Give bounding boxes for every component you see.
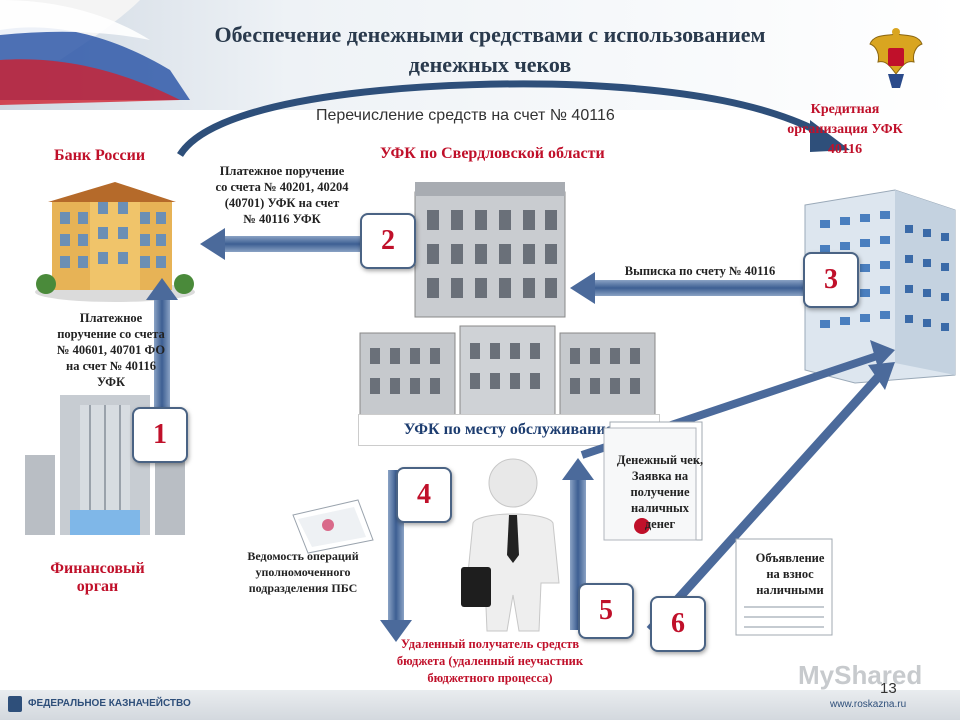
ufk-local-buildings-image	[359, 325, 656, 418]
payment-order-top-label: Платежное поручение со счета № 40201, 40…	[215, 164, 349, 226]
eagle-emblem-icon	[869, 28, 923, 88]
footer-url[interactable]: www.roskazna.ru	[830, 699, 907, 710]
bank-russia-label: Банк России	[54, 147, 146, 164]
person-with-briefcase-image	[461, 458, 560, 632]
step-5-badge: 5	[578, 583, 634, 639]
arrow-step-3	[570, 272, 805, 304]
step-3-badge: 3	[803, 252, 859, 308]
statement-label: Выписка по счету № 40116	[624, 264, 776, 278]
footer-left-text: ФЕДЕРАЛЬНОЕ КАЗНАЧЕЙСТВО	[28, 698, 191, 709]
transfer-label: Перечисление средств на счет № 40116	[316, 107, 615, 124]
credit-org-label: Кредитная организация УФК 40116	[787, 102, 903, 157]
statement-ops-label: Ведомость операций уполномоченного подра…	[247, 549, 359, 595]
title-line-2: денежных чеков	[408, 52, 572, 77]
ufk-sverdlovsk-label: УФК по Свердловской области	[380, 145, 605, 162]
footer-bar: ФЕДЕРАЛЬНОЕ КАЗНАЧЕЙСТВО www.roskazna.ru	[0, 690, 960, 720]
title-line-1: Обеспечение денежными средствами с испол…	[214, 22, 766, 47]
step-1-badge: 1	[132, 407, 188, 463]
payment-order-left-label: Платежное поручение со счета № 40601, 40…	[56, 311, 166, 389]
transfer-arc-arrow	[177, 80, 850, 157]
header-flag-graphic	[0, 0, 960, 110]
statement-document-icon	[292, 499, 374, 554]
footer-logo-icon	[8, 696, 22, 712]
remote-recipient-label: Удаленный получатель средств бюджета (уд…	[396, 637, 584, 685]
bank-building-image	[35, 182, 195, 302]
announcement-label: Объявление на взнос наличными	[755, 551, 825, 597]
cheque-label: Денежный чек, Заявка на получение наличн…	[616, 453, 704, 531]
step-2-badge: 2	[360, 213, 416, 269]
arrow-step-1	[146, 278, 178, 410]
watermark-text: MyShared	[798, 660, 923, 690]
finance-org-label: Финансовый орган	[50, 560, 145, 595]
page-number: 13	[880, 680, 897, 697]
step-6-badge: 6	[650, 596, 706, 652]
credit-org-building-image	[804, 189, 956, 384]
ufk-sverdlovsk-building-image	[414, 182, 566, 318]
cheque-document-icon	[603, 421, 703, 541]
finance-org-building-image	[25, 395, 185, 535]
arrow-step-2	[200, 228, 365, 260]
step-4-badge: 4	[396, 467, 452, 523]
announcement-document-icon	[735, 538, 833, 636]
ufk-local-label: УФК по месту обслуживания	[358, 414, 660, 446]
arrow-step-6	[646, 362, 895, 634]
page-title: Обеспечение денежными средствами с испол…	[130, 20, 850, 80]
